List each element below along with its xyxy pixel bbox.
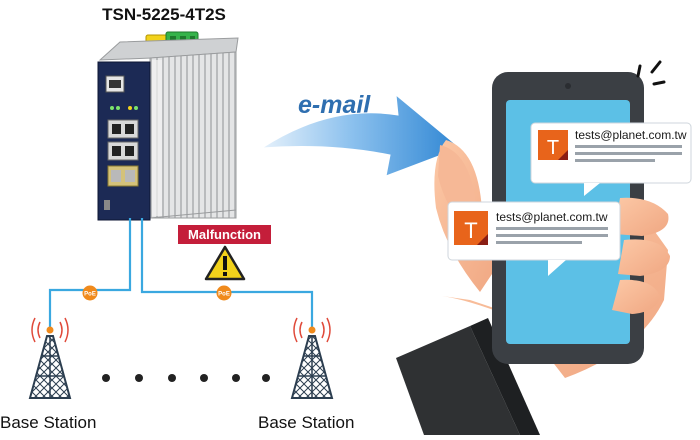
suit-sleeve [396, 326, 520, 435]
finger-1 [614, 197, 669, 236]
finger-2 [618, 239, 670, 276]
ellipsis-dots [102, 374, 270, 382]
malfunction-label: Malfunction [188, 227, 261, 242]
notification-card-1: T tests@planet.com.tw [530, 122, 692, 196]
base-station-label-left: Base Station [0, 413, 96, 432]
poe-badge-right: PoE [216, 285, 232, 301]
rj45-ports [107, 119, 139, 161]
base-station-label-right: Base Station [258, 413, 354, 432]
notification-sender-email: tests@planet.com.tw [496, 210, 608, 224]
sfp-slots [107, 165, 139, 187]
finger-3 [612, 279, 660, 314]
device-model-title: TSN-5225-4T2S [102, 5, 226, 24]
svg-text:T: T [547, 137, 559, 159]
email-arrow [261, 93, 461, 177]
base-station-tower-right [290, 317, 334, 399]
poe-badge-left: PoE [82, 285, 98, 301]
svg-text:PoE: PoE [84, 292, 96, 298]
vibration-marks [636, 60, 666, 86]
base-station-tower-left [28, 317, 72, 399]
malfunction-badge [178, 225, 271, 244]
svg-text:T: T [464, 218, 477, 243]
notification-sender-email: tests@planet.com.tw [575, 128, 687, 142]
warning-icon [204, 245, 246, 281]
svg-text:PoE: PoE [218, 292, 230, 298]
industrial-switch [97, 31, 239, 221]
notification-card-2: T tests@planet.com.tw [447, 201, 621, 276]
avatar-icon [454, 211, 488, 245]
